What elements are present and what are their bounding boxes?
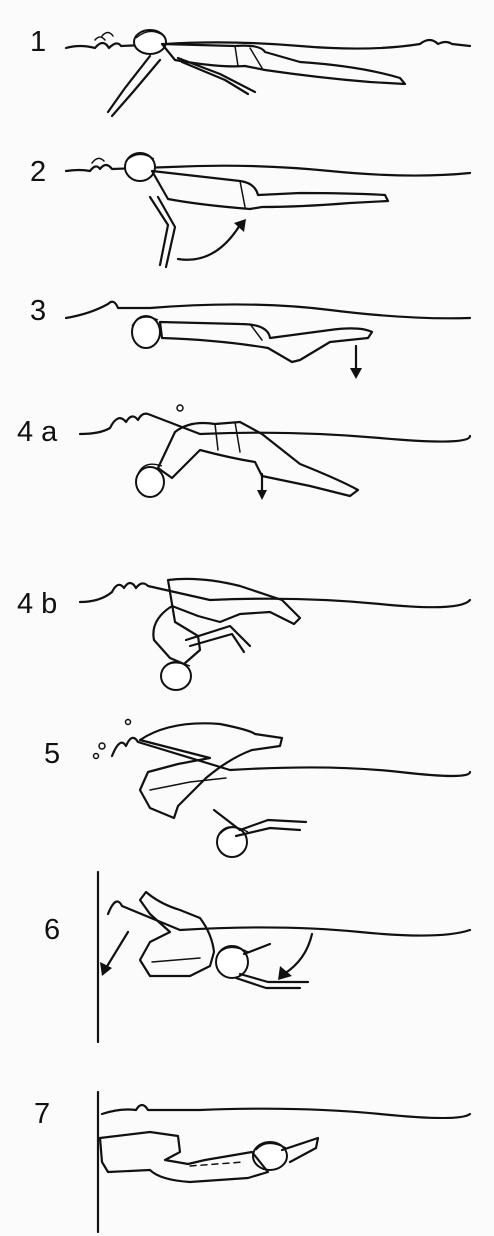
step-1: 1 — [0, 0, 494, 135]
water-surface — [66, 302, 470, 319]
water-surface — [112, 738, 470, 776]
rotation-arrow — [284, 934, 312, 974]
swimmer-figure-step-5 — [0, 710, 494, 870]
swimmer-figure-step-7 — [0, 1080, 494, 1236]
swimmer-figure-step-3 — [0, 280, 494, 390]
step-4a: 4 a — [0, 390, 494, 530]
step-2: 2 — [0, 135, 494, 280]
step-7: 7 — [0, 1080, 494, 1236]
swimmer-figure-step-2 — [0, 135, 494, 280]
step-3: 3 — [0, 280, 494, 390]
water-surface — [66, 40, 470, 49]
water-surface — [108, 902, 470, 936]
step-6: 6 — [0, 870, 494, 1040]
water-surface — [102, 1105, 470, 1118]
step-4b: 4 b — [0, 560, 494, 710]
water-surface — [80, 414, 470, 442]
swimmer-figure-step-4a — [0, 390, 494, 530]
step-5: 5 — [0, 710, 494, 870]
swimmer-figure-step-1 — [0, 0, 494, 135]
water-surface — [80, 583, 470, 607]
swimmer-figure-step-4b — [0, 560, 494, 710]
rotation-arrow — [178, 225, 240, 260]
swimmer-figure-step-6 — [0, 870, 494, 1040]
